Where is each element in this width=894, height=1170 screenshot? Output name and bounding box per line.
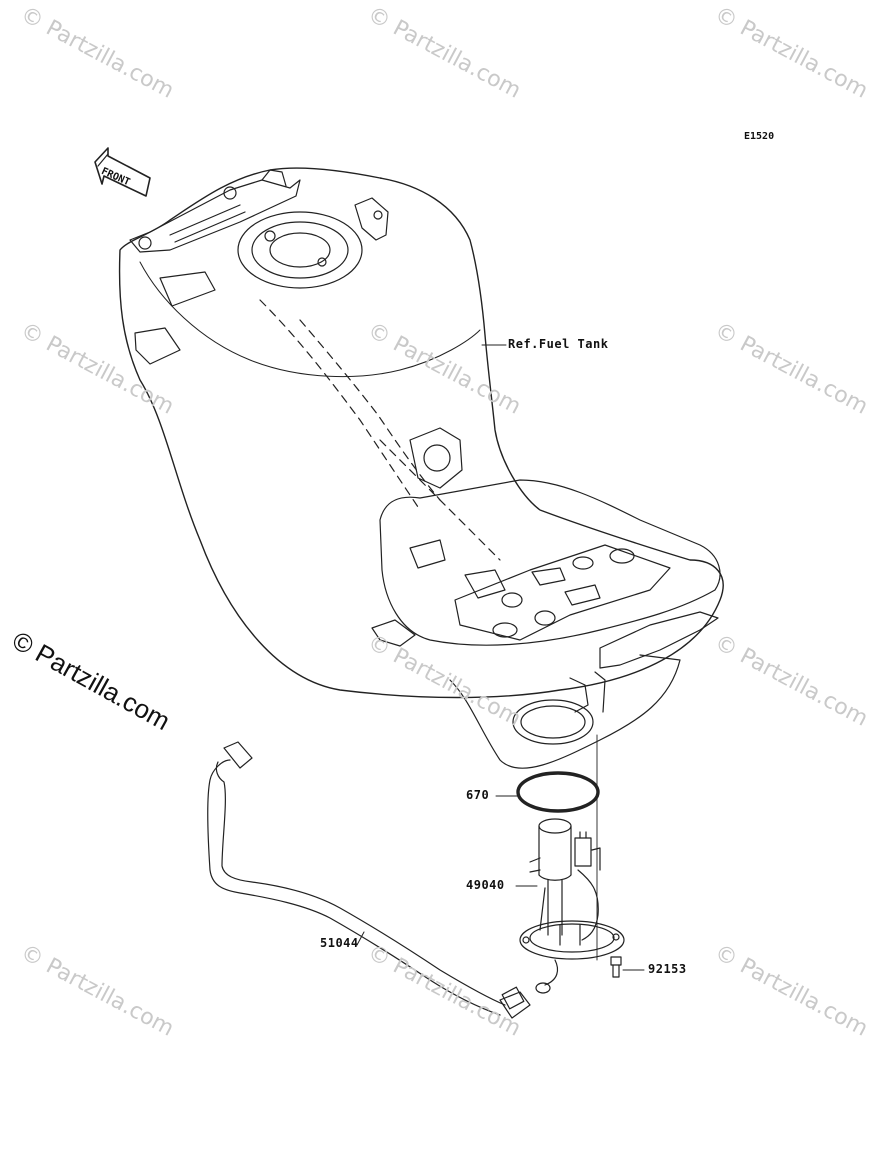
- ref-fuel-tank-label: Ref.Fuel Tank: [508, 337, 609, 351]
- screw-92153: [610, 956, 645, 978]
- diagram-code: E1520: [744, 131, 775, 142]
- part-label-49040: 49040: [466, 878, 505, 892]
- o-ring-670: [495, 771, 600, 813]
- fuel-tank-body: [118, 167, 724, 769]
- front-arrow-icon: [94, 147, 151, 197]
- part-label-92153: 92153: [648, 962, 687, 976]
- fuel-pump-49040: [515, 818, 625, 994]
- part-label-670: 670: [466, 788, 490, 802]
- fuel-hose-51044: [207, 741, 531, 1019]
- part-label-51044: 51044: [320, 936, 359, 950]
